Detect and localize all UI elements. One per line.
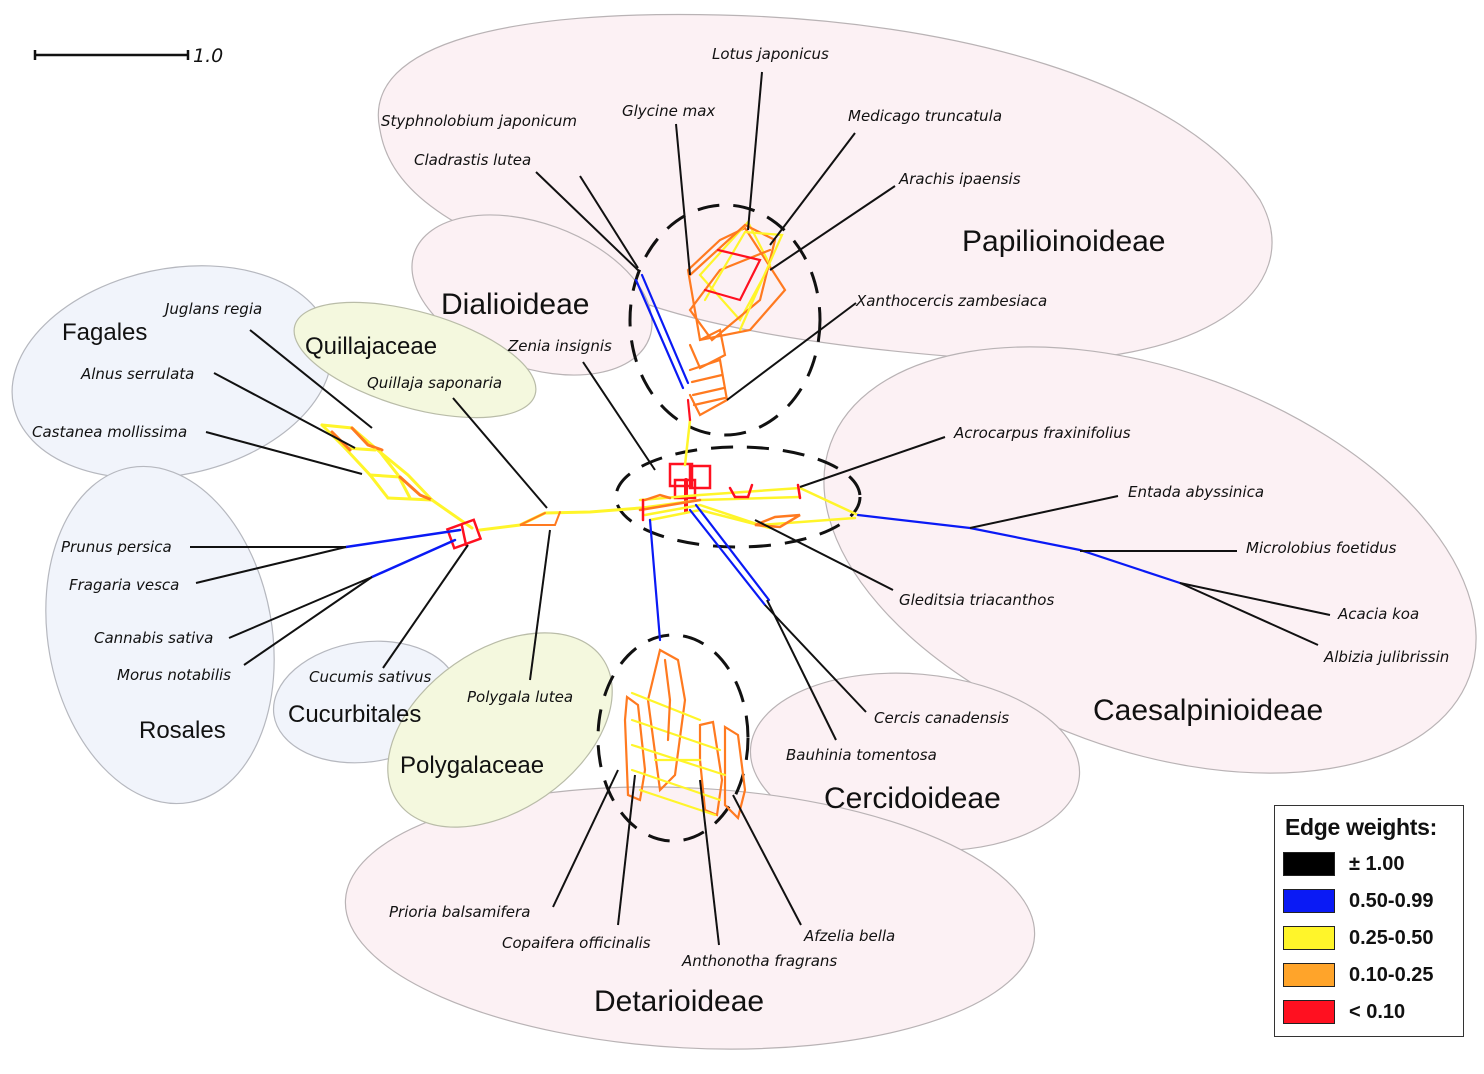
legend-label: ± 1.00: [1349, 853, 1405, 875]
legend-item: ± 1.00: [1283, 852, 1458, 878]
taxon-label: Cannabis sativa: [94, 629, 213, 647]
scale-bar: 1.0: [33, 45, 223, 67]
taxon-label: Juglans regia: [162, 300, 262, 318]
legend-swatch: [1283, 1000, 1335, 1024]
taxon-label: Acacia koa: [1337, 605, 1419, 623]
legend-label: 0.25-0.50: [1349, 927, 1434, 949]
group-label-polygalaceae: Polygalaceae: [400, 752, 544, 779]
region-detarioideae: [344, 786, 1036, 1050]
group-label-caesalpinioideae: Caesalpinioideae: [1093, 694, 1323, 727]
taxon-label: Entada abyssinica: [1128, 483, 1264, 501]
group-label-cercidoideae: Cercidoideae: [824, 782, 1001, 815]
legend-item: 0.50-0.99: [1283, 889, 1458, 915]
taxon-label: Acrocarpus fraxinifolius: [953, 424, 1131, 442]
taxon-label: Zenia insignis: [507, 337, 612, 355]
taxon-label: Medicago truncatula: [848, 107, 1002, 125]
legend-item: 0.10-0.25: [1283, 963, 1458, 989]
rosales-node: [344, 518, 483, 579]
taxon-label: Styphnolobium japonicum: [381, 112, 577, 130]
taxon-label: Xanthocercis zambesiaca: [855, 292, 1047, 310]
taxon-label: Microlobius foetidus: [1246, 539, 1397, 557]
taxon-label: Quillaja saponaria: [367, 374, 502, 392]
taxon-label: Lotus japonicus: [712, 45, 829, 63]
group-label-detarioideae: Detarioideae: [594, 985, 764, 1018]
legend-label: < 0.10: [1349, 1001, 1406, 1023]
taxon-label: Castanea mollissima: [32, 423, 187, 441]
legend-label: 0.50-0.99: [1349, 890, 1434, 912]
taxon-label: Bauhinia tomentosa: [786, 746, 937, 764]
legend-item: 0.25-0.50: [1283, 926, 1458, 952]
region-caesalpinioideae: [823, 346, 1477, 774]
taxon-label: Cladrastis lutea: [414, 151, 531, 169]
edge-weight-legend: Edge weights: ± 1.00 0.50-0.99 0.25-0.50…: [1274, 805, 1464, 1037]
highlight-circles: [596, 203, 862, 843]
taxon-label: Fragaria vesca: [69, 576, 179, 594]
region-quillajaceae: [293, 301, 537, 419]
legend-swatch: [1283, 963, 1335, 987]
taxon-label: Prioria balsamifera: [389, 903, 530, 921]
highlight-papilioinoideae: [628, 203, 822, 437]
taxon-label: Cucumis sativus: [309, 668, 432, 686]
taxon-label: Albizia julibrissin: [1323, 648, 1449, 666]
taxon-label: Prunus persica: [61, 538, 172, 556]
region-polygalaceae: [387, 632, 613, 828]
taxon-label: Cercis canadensis: [874, 709, 1009, 727]
group-label-cucurbitales: Cucurbitales: [288, 701, 421, 728]
legend-swatch: [1283, 926, 1335, 950]
taxon-label: Afzelia bella: [803, 927, 895, 945]
group-label-fagales: Fagales: [62, 319, 147, 346]
legend-title: Edge weights:: [1285, 814, 1438, 840]
fagales-reticulation: [320, 423, 474, 530]
taxon-label: Alnus serrulata: [80, 365, 194, 383]
center-reticulation: [638, 418, 860, 530]
taxon-label: Gleditsia triacanthos: [899, 591, 1054, 609]
leader-lines: [190, 71, 1331, 946]
highlight-center: [614, 445, 862, 549]
taxon-label: Arachis ipaensis: [898, 170, 1021, 188]
group-label-quillajaceae: Quillajaceae: [305, 333, 437, 360]
scale-bar-label: 1.0: [193, 45, 223, 67]
legend-swatch: [1283, 852, 1335, 876]
legend-label: 0.10-0.25: [1349, 964, 1434, 986]
legend-swatch: [1283, 889, 1335, 913]
legend-item: < 0.10: [1283, 1000, 1458, 1026]
highlight-detarioideae: [596, 633, 750, 843]
region-rosales: [45, 465, 275, 805]
group-label-papilioinoideae: Papilioinoideae: [962, 225, 1166, 258]
taxon-labels: Lotus japonicus Glycine max Styphnolobiu…: [32, 45, 1449, 970]
taxon-label: Polygala lutea: [467, 688, 573, 706]
taxon-label: Anthonotha fragrans: [681, 952, 837, 970]
taxon-label: Copaifera officinalis: [502, 934, 651, 952]
group-label-rosales: Rosales: [139, 717, 226, 744]
group-label-dialioideae: Dialioideae: [441, 288, 589, 321]
taxon-label: Morus notabilis: [117, 666, 231, 684]
group-labels: Papilioinoideae Dialioideae Caesalpinioi…: [62, 225, 1323, 1018]
detarioideae-reticulation: [623, 648, 747, 821]
group-regions: [11, 13, 1477, 1050]
taxon-label: Glycine max: [622, 102, 715, 120]
